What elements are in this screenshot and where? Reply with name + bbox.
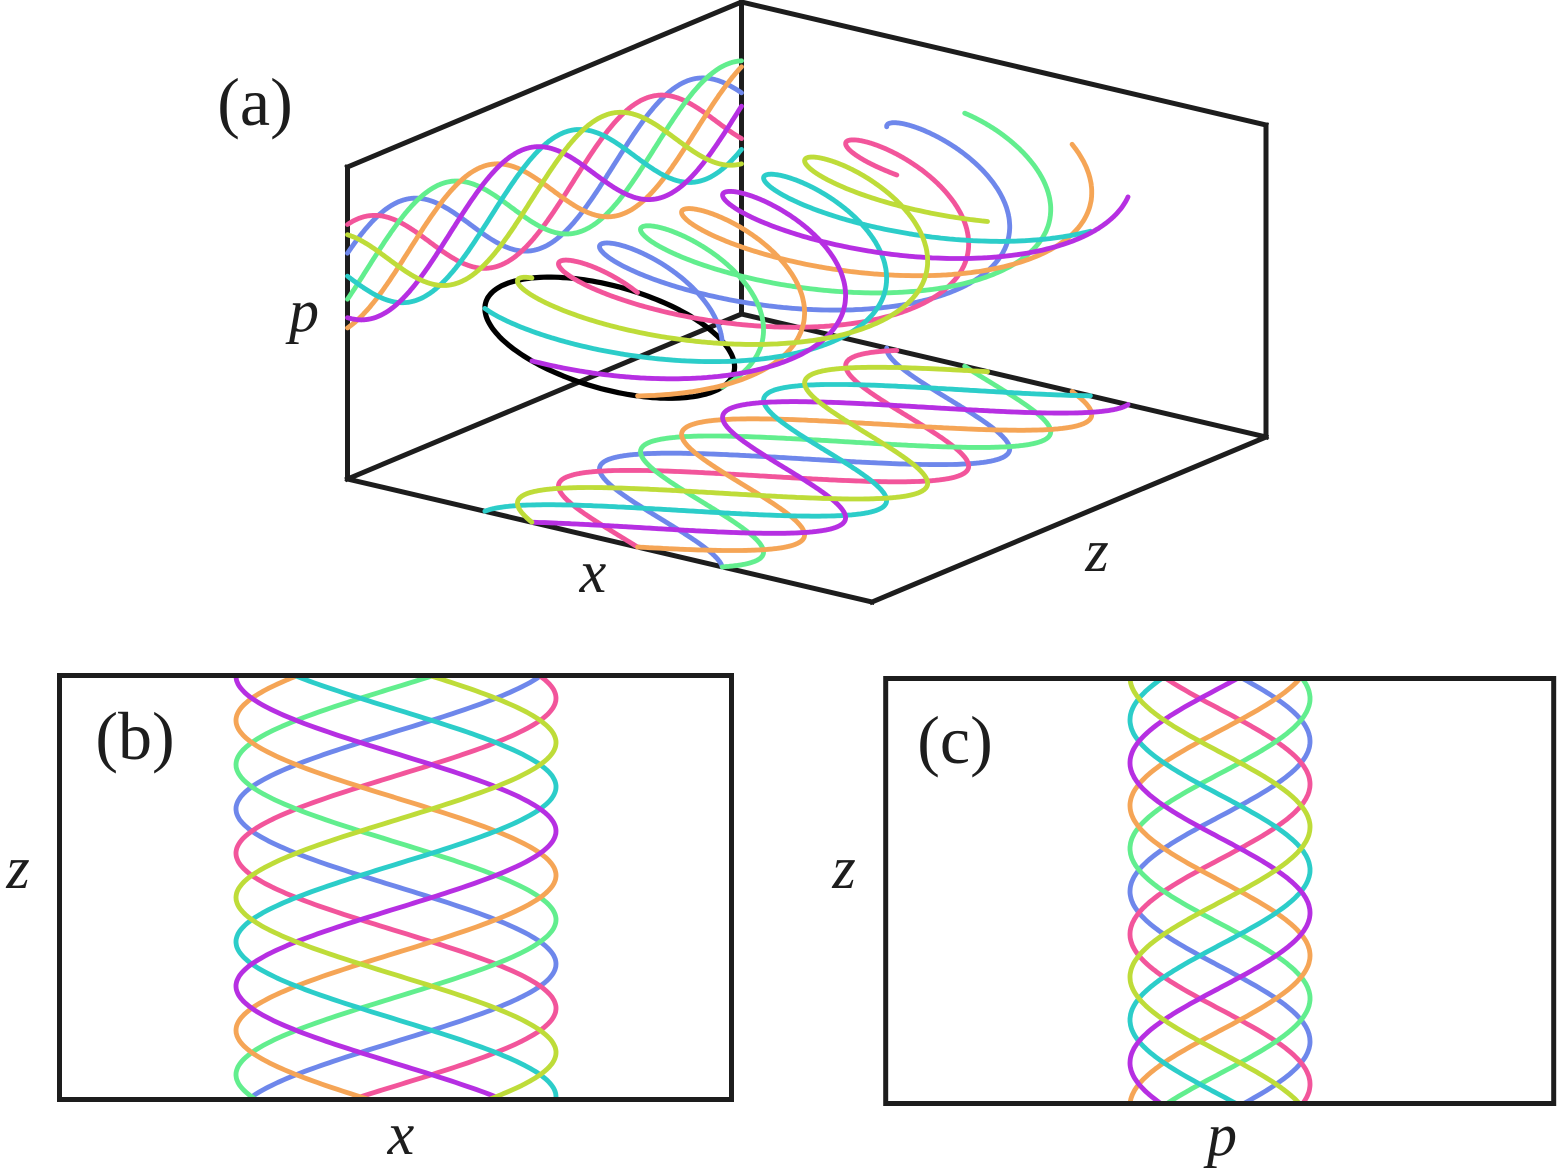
- svg-text:(c): (c): [917, 702, 992, 778]
- svg-text:(b): (b): [95, 698, 174, 774]
- svg-text:z: z: [5, 835, 29, 901]
- svg-text:z: z: [831, 835, 855, 901]
- svg-text:p: p: [285, 278, 319, 344]
- svg-text:(a): (a): [217, 64, 292, 140]
- svg-text:p: p: [1203, 1102, 1237, 1168]
- svg-text:z: z: [1084, 518, 1108, 584]
- svg-text:x: x: [579, 539, 607, 605]
- svg-text:x: x: [387, 1101, 415, 1167]
